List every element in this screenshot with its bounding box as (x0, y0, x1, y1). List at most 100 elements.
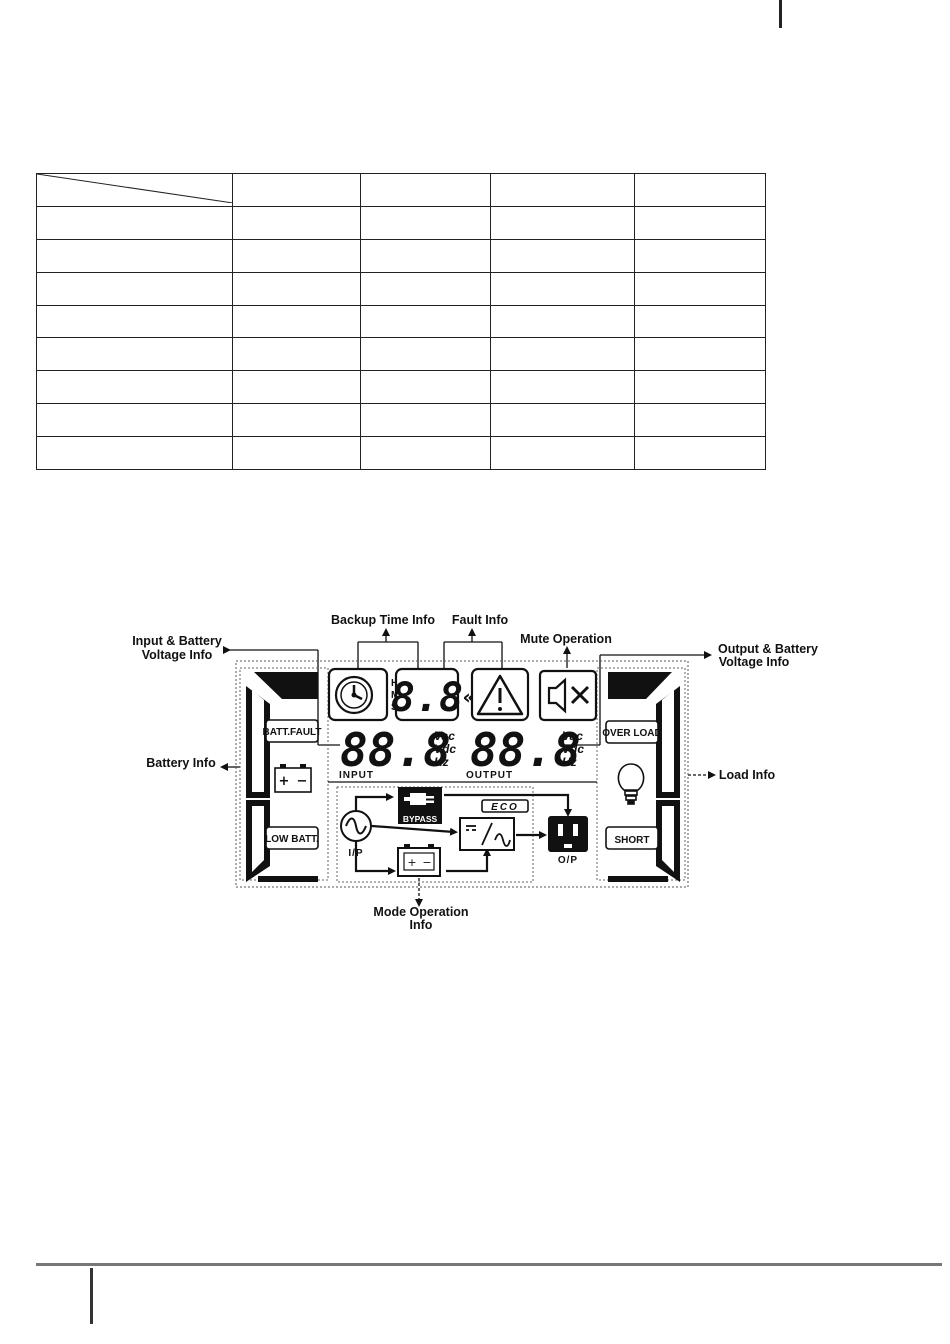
table-cell (36, 436, 233, 470)
label-battery: Battery Info (146, 756, 216, 770)
output-unit-hz: Hz (562, 755, 577, 769)
battery-icon: + − (274, 764, 312, 793)
specification-table (36, 173, 766, 470)
table-cell (634, 403, 766, 437)
table-row (36, 304, 766, 339)
table-row (36, 271, 766, 306)
table-cell (36, 370, 233, 405)
output-unit-vac: Vac (562, 729, 583, 743)
table-cell (490, 403, 635, 437)
batt-fault-indicator (265, 719, 319, 743)
label-output-battery-1: Output & Battery (718, 642, 818, 656)
table-cell (634, 337, 766, 372)
svg-text:−: − (297, 774, 308, 789)
footer-rule (36, 1263, 942, 1266)
footer-tick (90, 1268, 93, 1324)
bypass-icon (398, 787, 442, 813)
table-cell (634, 173, 766, 207)
input-unit-vac: Vac (434, 729, 455, 743)
table-cell (490, 271, 635, 306)
over-load-indicator (605, 720, 659, 744)
backup-time-box (327, 667, 389, 722)
table-cell (232, 271, 361, 306)
table-row (36, 370, 766, 405)
table-cell (360, 304, 491, 339)
input-label: INPUT (339, 770, 374, 781)
table-cell (490, 304, 635, 339)
table-cell (490, 238, 635, 273)
table-cell (360, 337, 491, 372)
table-cell (232, 205, 361, 240)
batt-fault-text: BATT.FAULT (262, 727, 321, 738)
table-cell (36, 304, 233, 339)
label-mute: Mute Operation (520, 632, 612, 646)
table-cell (360, 271, 491, 306)
table-cell (232, 304, 361, 339)
table-cell (634, 436, 766, 470)
table-cell (634, 238, 766, 273)
label-input-battery-1: Input & Battery (132, 634, 222, 648)
table-cell (634, 271, 766, 306)
table-row (36, 205, 766, 240)
table-cell (490, 436, 635, 470)
time-digits: 8.8 (391, 675, 463, 721)
input-unit-vdc: Vdc (434, 742, 456, 756)
table-cell (634, 304, 766, 339)
input-unit-hz: Hz (434, 755, 449, 769)
table-cell (36, 337, 233, 372)
corner-diagonal (37, 174, 233, 203)
eco-indicator (481, 799, 529, 813)
low-batt-indicator (265, 826, 319, 850)
mute-speaker-icon (547, 677, 590, 714)
top-tick (779, 0, 782, 28)
svg-text:+: + (279, 774, 290, 789)
table-cell (490, 370, 635, 405)
table-cell (232, 173, 361, 207)
low-batt-text: LOW BATT. (265, 834, 319, 845)
ac-source-icon (340, 810, 372, 842)
panel-frame (235, 660, 689, 888)
label-mode-operation-1: Mode Operation (373, 905, 468, 919)
lcd-panel-diagram: Input & Battery Voltage Info Backup Time… (132, 613, 818, 932)
label-backup-time: Backup Time Info (331, 613, 435, 627)
short-text: SHORT (615, 835, 650, 846)
table-cell (232, 370, 361, 405)
table-cell (232, 436, 361, 470)
inverter-icon (459, 817, 515, 851)
label-mode-operation-2: Info (410, 918, 433, 932)
table-cell (36, 238, 233, 273)
output-digits: 88.8 (470, 723, 581, 777)
table-cell (360, 403, 491, 437)
table-cell (36, 403, 233, 437)
battery-mode-icon: + − (397, 844, 441, 877)
table-cell (490, 337, 635, 372)
battery-bar-graph (246, 672, 318, 882)
table-cell (360, 436, 491, 470)
eco-text: ECO (491, 802, 519, 813)
bypass-label-bg (398, 813, 442, 824)
svg-text:−: − (422, 856, 431, 869)
table-cell (36, 271, 233, 306)
clock-icon (334, 675, 374, 715)
short-indicator (605, 826, 659, 850)
warning-icon (476, 674, 524, 716)
table-cell (360, 173, 491, 207)
label-input-battery-2: Voltage Info (142, 648, 213, 662)
table-cell (490, 173, 635, 207)
output-label: OUTPUT (466, 770, 513, 781)
table-row (36, 436, 766, 470)
op-label: O/P (558, 855, 578, 866)
time-unit-h: H (391, 678, 398, 689)
table-cell (232, 238, 361, 273)
table-cell (232, 403, 361, 437)
mute-box (538, 669, 598, 722)
svg-text:+: + (407, 856, 416, 869)
bypass-text: BYPASS (403, 814, 438, 824)
label-load: Load Info (719, 768, 776, 782)
table-cell (36, 205, 233, 240)
flow-lines (354, 793, 572, 875)
time-digits-box (394, 667, 460, 722)
table-cell (634, 205, 766, 240)
table-row (36, 238, 766, 273)
table-cell (360, 370, 491, 405)
